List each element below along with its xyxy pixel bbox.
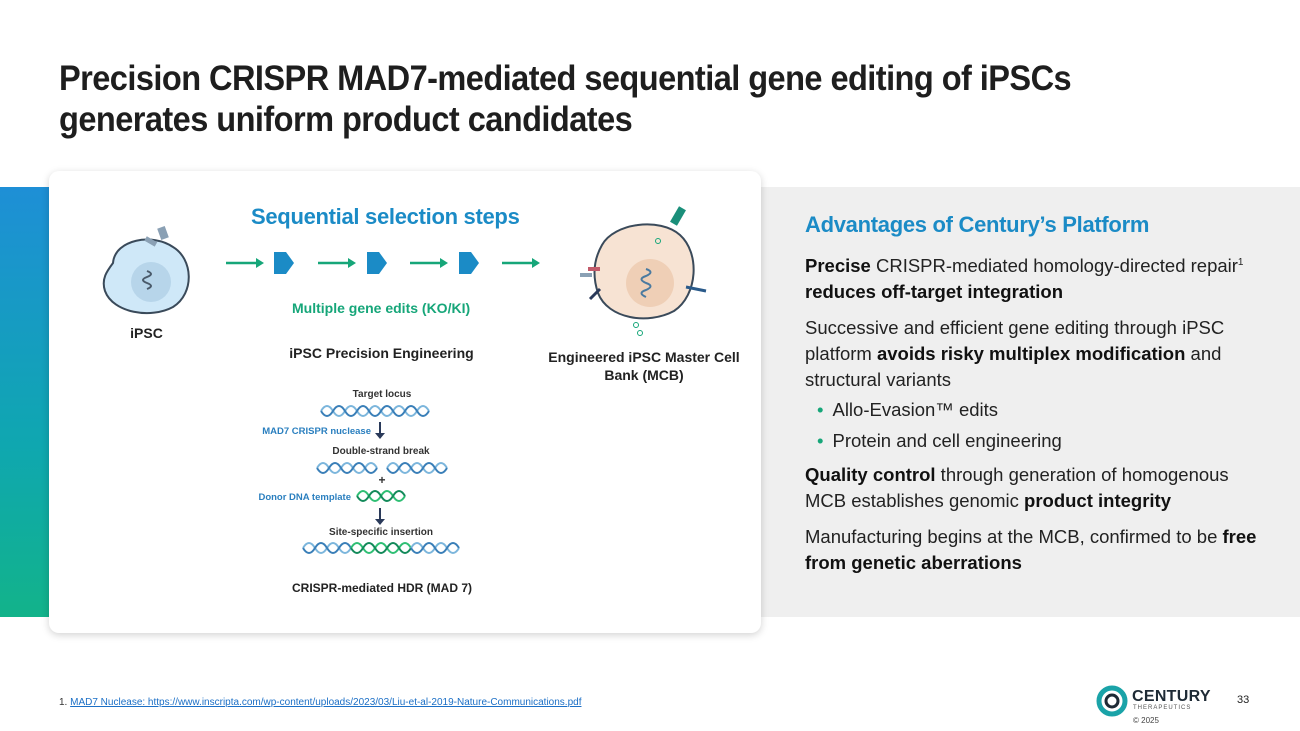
page-number: 33 xyxy=(1237,694,1250,706)
bullet-text: Protein and cell engineering xyxy=(832,430,1062,452)
advantage-precise: Precise CRISPR-mediated homology-directe… xyxy=(805,250,1260,305)
quality-text: through generation of homogenous MCB est… xyxy=(805,464,1229,512)
off-target-bold: reduces off-target integration xyxy=(805,281,1063,303)
copyright: © 2025 xyxy=(1133,716,1159,725)
mcb-label: Engineered iPSC Master Cell Bank (MCB) xyxy=(544,348,744,384)
double-strand-break-label: Double-strand break xyxy=(332,446,430,457)
insertion-label: Site-specific insertion xyxy=(329,527,433,538)
list-item: • Allo-Evasion™ edits xyxy=(817,397,1260,423)
successive-text-2: and structural variants xyxy=(805,343,1222,391)
broken-dna-icon xyxy=(316,462,448,474)
advantage-quality: Quality control through generation of ho… xyxy=(805,462,1260,514)
footnote: 1. MAD7 Nuclease: https://www.inscripta.… xyxy=(59,697,581,708)
logo-sub: THERAPEUTICS xyxy=(1133,705,1192,711)
ipsc-label: iPSC xyxy=(130,325,163,341)
precise-bold: Precise xyxy=(805,255,871,277)
engineered-cell-icon xyxy=(580,206,707,336)
target-locus-label: Target locus xyxy=(352,389,412,400)
mcb-label-line2: Bank (MCB) xyxy=(604,367,684,383)
bullet-text: Allo-Evasion™ edits xyxy=(832,399,999,421)
precision-engineering-label: iPSC Precision Engineering xyxy=(289,345,474,361)
list-item: • Protein and cell engineering xyxy=(817,428,1260,454)
donor-dna-icon xyxy=(356,490,406,502)
slide-title: Precision CRISPR MAD7-mediated sequentia… xyxy=(59,59,1072,139)
precise-text: CRISPR-mediated homology-directed repair xyxy=(870,255,1238,277)
footnote-number: 1. xyxy=(59,697,68,708)
advantage-manufacturing: Manufacturing begins at the MCB, confirm… xyxy=(805,524,1260,576)
sequential-title: Sequential selection steps xyxy=(251,204,520,229)
logo-name: CENTURY xyxy=(1132,688,1211,705)
selection-steps-row xyxy=(226,252,540,274)
mcb-label-line1: Engineered iPSC Master Cell xyxy=(548,349,740,365)
aberrations-bold: free from genetic aberrations xyxy=(805,526,1257,574)
advantage-successive: Successive and efficient gene editing th… xyxy=(805,315,1260,393)
plus-label: + xyxy=(378,473,386,487)
target-locus-dna-icon xyxy=(320,405,430,417)
multiplex-bold: avoids risky multiplex modification xyxy=(876,343,1186,365)
manufacturing-text: Manufacturing begins at the MCB, confirm… xyxy=(805,526,1223,548)
quality-bold: Quality control xyxy=(805,464,936,486)
down-arrow-icon xyxy=(375,508,385,525)
multiple-edits-label: Multiple gene edits (KO/KI) xyxy=(292,300,471,316)
diagram-card: Sequential selection steps iPSC Multiple… xyxy=(49,171,761,633)
ipsc-cell-icon xyxy=(102,225,190,314)
advantage-bullets: • Allo-Evasion™ edits • Protein and cell e… xyxy=(805,397,1260,454)
footnote-link[interactable]: MAD7 Nuclease: https://www.inscripta.com… xyxy=(70,697,582,708)
nuclease-label: MAD7 CRISPR nuclease xyxy=(262,426,371,437)
bullet-dot-icon: • xyxy=(817,399,824,421)
advantages-panel: Advantages of Century’s Platform Precise… xyxy=(805,212,1260,586)
down-arrow-icon xyxy=(375,422,385,439)
footnote-ref: 1 xyxy=(1237,257,1244,268)
integrity-bold: product integrity xyxy=(1024,490,1171,512)
inserted-dna-icon xyxy=(302,542,460,554)
century-logo-icon xyxy=(1096,685,1128,717)
donor-template-label: Donor DNA template xyxy=(258,492,351,503)
hdr-caption: CRISPR-mediated HDR (MAD 7) xyxy=(291,581,472,595)
advantages-heading: Advantages of Century’s Platform xyxy=(805,212,1150,237)
successive-text: Successive and efficient gene editing th… xyxy=(805,317,1225,365)
gradient-accent-bar xyxy=(0,187,52,617)
bullet-dot-icon: • xyxy=(817,430,824,452)
